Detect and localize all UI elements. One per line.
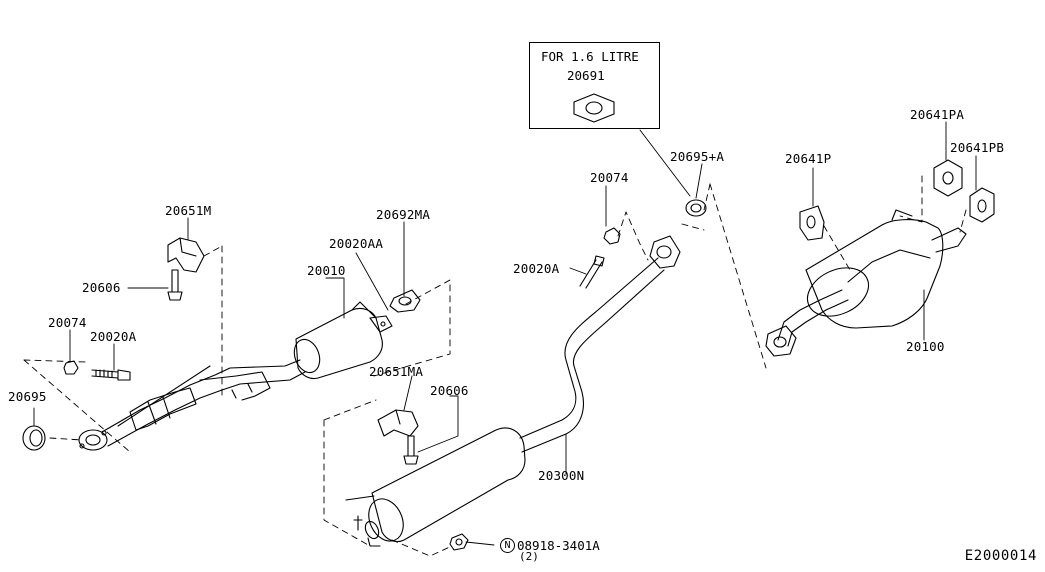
- front-tube-assembly: [78, 359, 306, 451]
- leader-lines: [33, 121, 977, 546]
- pre-muffler-20010: [293, 301, 393, 380]
- part-label-20300N: 20300N: [538, 468, 585, 483]
- part-label-20691: 20691: [567, 68, 605, 83]
- nut-symbol-n: N: [500, 538, 515, 553]
- part-label-20074-left: 20074: [48, 315, 87, 330]
- part-label-20606-center: 20606: [430, 383, 469, 398]
- dashed-assembly-lines: [23, 175, 967, 557]
- gasket-20692MA: [389, 289, 421, 313]
- rubber-mounts: [799, 159, 995, 241]
- part-label-08918-3401A: 08918-3401A: [517, 538, 600, 553]
- inset-box-1-6-litre: FOR 1.6 LITRE 20691: [529, 42, 660, 129]
- gasket-20691-inset: [573, 93, 615, 123]
- nut-quantity: (2): [519, 550, 539, 563]
- part-label-20692MA: 20692MA: [376, 207, 431, 222]
- part-label-20020AA: 20020AA: [329, 236, 384, 251]
- part-label-20020A-left: 20020A: [90, 329, 137, 344]
- part-label-20641PB: 20641PB: [950, 140, 1005, 155]
- center-muffler-20300N: [345, 235, 681, 551]
- inset-title: FOR 1.6 LITRE: [541, 49, 639, 64]
- part-label-20641P: 20641P: [785, 151, 832, 166]
- part-label-20651MA: 20651MA: [369, 364, 424, 379]
- center-hardware: [579, 199, 707, 289]
- part-label-20606-left: 20606: [82, 280, 121, 295]
- part-label-20695: 20695: [8, 389, 47, 404]
- figure-code: E2000014: [964, 548, 1037, 564]
- part-label-20020A-center: 20020A: [513, 261, 560, 276]
- left-hardware: [22, 237, 205, 451]
- part-label-20100: 20100: [906, 339, 945, 354]
- part-label-20695-A: 20695+A: [670, 149, 725, 164]
- main-muffler-20100: [765, 209, 967, 357]
- part-label-20010: 20010: [307, 263, 346, 278]
- part-label-20651M: 20651M: [165, 203, 212, 218]
- part-label-20641PA: 20641PA: [910, 107, 965, 122]
- part-label-20074-center: 20074: [590, 170, 629, 185]
